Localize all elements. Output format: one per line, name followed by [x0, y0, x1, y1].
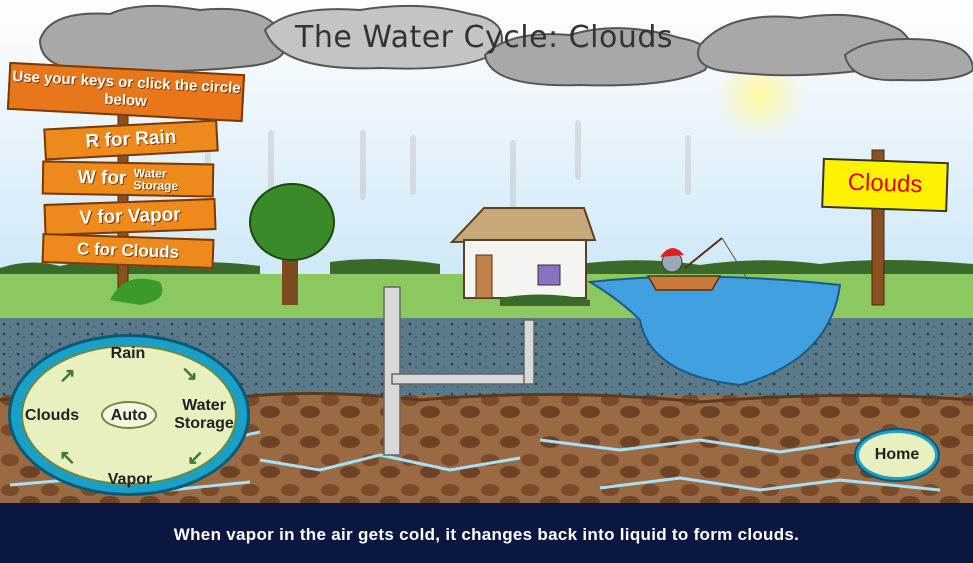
water-cycle-scene	[0, 0, 973, 503]
storm-clouds	[38, 4, 973, 87]
well-pipe	[383, 286, 535, 456]
house-window	[537, 264, 561, 286]
arrow-down-right-icon: ↘	[181, 363, 198, 385]
caption-text: When vapor in the air gets cold, it chan…	[173, 525, 800, 544]
fishing-rod	[684, 237, 723, 269]
tree-crown	[249, 183, 335, 261]
cycle-wheel: Rain Water Storage Vapor Clouds Auto ↗ ↘…	[8, 334, 250, 496]
arrow-down-left-icon: ↙	[187, 447, 204, 469]
scene-title: The Water Cycle: Clouds	[295, 20, 674, 55]
vapor-key-sign[interactable]: V for Vapor	[43, 198, 217, 236]
vapor-wisps	[205, 120, 691, 210]
arrow-up-right-icon: ↗	[59, 365, 76, 387]
fisher-cap	[660, 247, 684, 257]
house-door	[475, 254, 493, 299]
wheel-rain-button[interactable]: Rain	[110, 345, 146, 362]
wheel-clouds-button[interactable]: Clouds	[24, 407, 80, 424]
wheel-water-label: Water	[182, 397, 226, 414]
home-button[interactable]: Home	[854, 428, 940, 482]
water-key-label: W for	[77, 167, 127, 189]
clouds-key-sign[interactable]: C for Clouds	[41, 233, 215, 269]
current-stage-sign: Clouds	[821, 157, 949, 213]
caption-bar: When vapor in the air gets cold, it chan…	[0, 503, 973, 563]
wheel-auto-button[interactable]: Auto	[101, 401, 157, 429]
arrow-up-left-icon: ↖	[59, 447, 76, 469]
wheel-vapor-button[interactable]: Vapor	[107, 471, 153, 488]
water-key-sub-2: Storage	[133, 178, 179, 193]
wheel-water-storage-button[interactable]: Water Storage	[167, 397, 241, 433]
wheel-storage-label: Storage	[174, 415, 234, 432]
boat	[646, 275, 722, 291]
